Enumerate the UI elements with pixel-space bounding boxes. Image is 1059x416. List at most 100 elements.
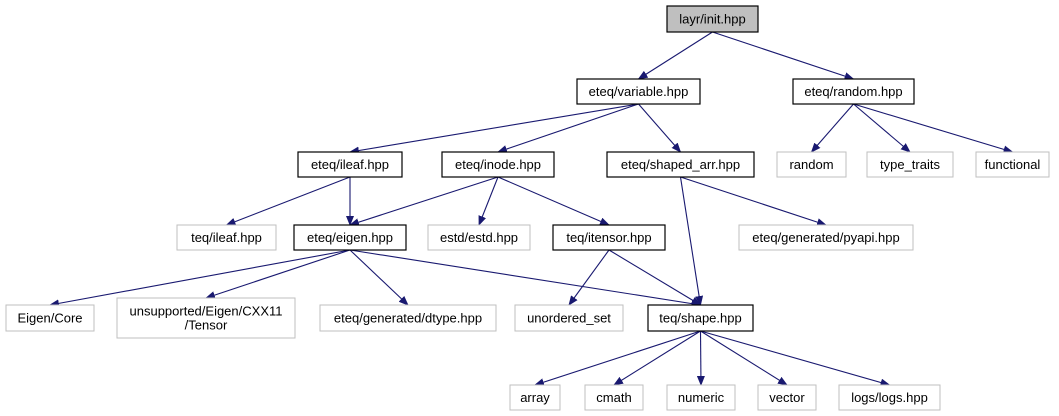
node-label: functional [985,157,1041,172]
node-box [576,78,701,105]
edge-eteq-variable-hpp-to-eteq-inode-hpp [497,103,639,153]
node-box [584,384,644,411]
node-label: eteq/eigen.hpp [307,230,393,245]
node-box [792,78,915,105]
node-eteq-generated-dtype-hpp: eteq/generated/dtype.hpp [319,304,497,332]
node-box [606,151,755,178]
edge-eteq-shaped-arr-hpp-to-eteq-generated-pyapi-hpp [680,176,827,226]
node-label: teq/ileaf.hpp [191,230,262,245]
node-box [975,151,1050,178]
edge-teq-itensor-hpp-to-unordered-set [568,249,610,306]
edge-eteq-inode-hpp-to-teq-itensor-hpp [497,176,610,226]
node-cmath: cmath [584,384,644,411]
node-label: unsupported/Eigen/CXX11 [130,304,283,319]
node-label: vector [769,390,805,405]
node-numeric: numeric [666,384,736,411]
edge-eteq-inode-hpp-to-eteq-eigen-hpp [349,176,499,227]
edge-teq-shape-hpp-to-vector [700,330,788,386]
node-eteq-shaped-arr-hpp[interactable]: eteq/shaped_arr.hpp [606,151,755,178]
node-box [866,151,954,178]
node-teq-shape-hpp[interactable]: teq/shape.hpp [647,304,754,332]
node-array: array [509,384,561,411]
node-eteq-eigen-hpp[interactable]: eteq/eigen.hpp [293,224,407,251]
node-box [293,224,407,251]
edge-eteq-random-hpp-to-random [810,103,854,153]
edge-eteq-random-hpp-to-functional [853,103,1014,154]
node-eigen-core: Eigen/Core [5,304,95,332]
edge-teq-itensor-hpp-to-teq-shape-hpp [608,249,702,306]
node-label: cmath [596,390,631,405]
edge-eteq-variable-hpp-to-eteq-ileaf-hpp [349,103,639,155]
node-estd-estd-hpp: estd/estd.hpp [427,224,531,251]
node-box [838,384,941,411]
node-box [552,224,666,251]
node-label: unordered_set [527,311,611,326]
node-box [757,384,817,411]
node-box [427,224,531,251]
node-vector: vector [757,384,817,411]
edge-eteq-eigen-hpp-to-unsupported-eigen-cxx11-tensor [205,249,351,299]
node-box [647,304,754,332]
node-label: eteq/variable.hpp [589,84,689,99]
edge-teq-shape-hpp-to-numeric [696,330,705,386]
node-label: eteq/inode.hpp [455,157,541,172]
node-label: eteq/shaped_arr.hpp [621,157,740,172]
node-unsupported-eigen-cxx11-tensor: unsupported/Eigen/CXX11/Tensor [116,297,296,339]
node-box [776,151,847,178]
node-box [738,224,914,251]
node-type-traits: type_traits [866,151,954,178]
node-label: eteq/random.hpp [804,84,902,99]
node-label: eteq/generated/pyapi.hpp [752,230,899,245]
edge-teq-shape-hpp-to-logs-logs-hpp [700,330,891,387]
edge-eteq-eigen-hpp-to-eteq-generated-dtype-hpp [349,249,409,306]
node-unordered-set: unordered_set [514,304,624,332]
node-eteq-random-hpp[interactable]: eteq/random.hpp [792,78,915,105]
node-logs-logs-hpp: logs/logs.hpp [838,384,941,411]
dependency-nodes: layr/init.hpp eteq/variable.hpp eteq/rando… [5,5,1050,411]
node-label: estd/estd.hpp [440,230,518,245]
edge-eteq-inode-hpp-to-estd-estd-hpp [478,176,499,226]
node-label: layr/init.hpp [679,12,745,27]
node-label: random [789,157,833,172]
node-box [176,224,277,251]
edge-teq-shape-hpp-to-cmath [613,330,701,386]
node-teq-ileaf-hpp: teq/ileaf.hpp [176,224,277,251]
edge-eteq-variable-hpp-to-eteq-shaped-arr-hpp [638,103,682,153]
node-layr-init-hpp[interactable]: layr/init.hpp [666,5,759,33]
node-box [666,384,736,411]
edge-eteq-shaped-arr-hpp-to-teq-shape-hpp [679,176,704,306]
dependency-edges [49,31,1014,387]
node-box [116,297,296,339]
node-label: eteq/generated/dtype.hpp [334,311,482,326]
node-box [514,304,624,332]
edge-layr-init-hpp-to-eteq-variable-hpp [637,31,713,80]
node-label: array [520,390,550,405]
node-label: Eigen/Core [17,311,82,326]
edge-layr-init-hpp-to-eteq-random-hpp [712,31,855,80]
node-eteq-variable-hpp[interactable]: eteq/variable.hpp [576,78,701,105]
node-eteq-ileaf-hpp[interactable]: eteq/ileaf.hpp [297,151,403,178]
node-functional: functional [975,151,1050,178]
edge-teq-shape-hpp-to-array [534,330,701,387]
node-box [297,151,403,178]
node-label: /Tensor [185,318,228,333]
node-box [441,151,555,178]
edge-eteq-eigen-hpp-to-eigen-core [49,249,351,308]
node-eteq-inode-hpp[interactable]: eteq/inode.hpp [441,151,555,178]
node-box [5,304,95,332]
node-box [319,304,497,332]
node-label: eteq/ileaf.hpp [311,157,389,172]
node-label: teq/shape.hpp [659,311,741,326]
node-label: logs/logs.hpp [851,390,928,405]
node-label: type_traits [880,157,940,172]
node-teq-itensor-hpp[interactable]: teq/itensor.hpp [552,224,666,251]
node-random: random [776,151,847,178]
node-label: numeric [678,390,725,405]
node-box [666,5,759,33]
edge-eteq-random-hpp-to-type-traits [853,103,911,153]
node-eteq-generated-pyapi-hpp: eteq/generated/pyapi.hpp [738,224,914,251]
node-label: teq/itensor.hpp [566,230,651,245]
node-box [509,384,561,411]
edge-eteq-eigen-hpp-to-teq-shape-hpp [349,249,702,308]
